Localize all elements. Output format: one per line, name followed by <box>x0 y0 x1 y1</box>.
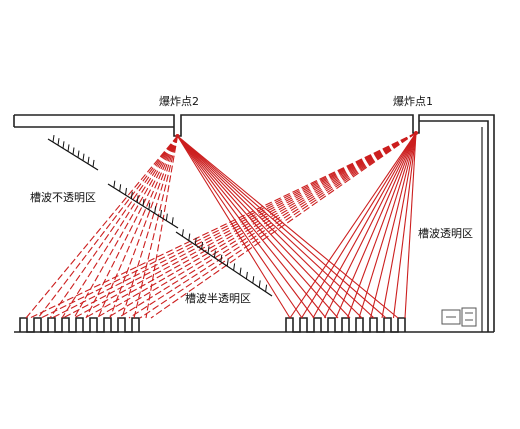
source2-ray-right <box>177 135 327 319</box>
bottom-roadway <box>14 317 494 333</box>
source2-ray-left <box>73 135 178 319</box>
source1-ray-right <box>404 132 417 319</box>
receiver-station-icon <box>441 307 477 327</box>
source1-ray-left <box>73 132 417 319</box>
source2-ray-left <box>145 135 179 319</box>
source1-ray-left <box>128 132 417 319</box>
source2-label: 爆炸点2 <box>159 95 199 108</box>
zone-boundaries <box>47 135 273 297</box>
top-roadway-outer-wall <box>14 114 495 332</box>
source2-marker <box>175 134 180 138</box>
source1-ray-right <box>369 132 417 319</box>
source2-ray-left <box>61 135 178 319</box>
source1-ray-right <box>346 132 417 319</box>
source1-ray-left <box>106 132 417 319</box>
receiver-teeth-right <box>285 317 406 333</box>
source1-ray-right <box>358 132 417 319</box>
transparent-zone-label: 槽波透明区 <box>418 227 473 240</box>
source1-ray-left <box>84 132 417 319</box>
boundary-lower-hatch <box>175 229 273 297</box>
source1-ray-right <box>392 132 417 319</box>
semi-transparent-zone-label: 槽波半透明区 <box>185 292 251 305</box>
source2-ray-left <box>85 135 178 319</box>
source1-ray-left <box>29 132 417 319</box>
source2-ray-right <box>177 135 351 319</box>
opaque-zone-label: 槽波不透明区 <box>30 191 96 204</box>
source1-ray-right <box>381 132 417 319</box>
source1-ray-left <box>150 132 417 319</box>
right-roadway-inner-wall <box>419 120 489 332</box>
source1-ray-left <box>95 132 417 319</box>
boundary-upper-left-hatch <box>47 135 99 171</box>
source2-ray-right <box>177 135 303 319</box>
source1-ray-left <box>139 132 417 319</box>
source1-ray-right <box>335 132 417 319</box>
source1-ray-left <box>117 132 417 319</box>
source1-ray-right <box>324 132 417 319</box>
source2-ray-left <box>121 135 179 319</box>
ray-paths <box>25 132 417 319</box>
source1-ray-left <box>62 132 417 319</box>
source2-ray-right <box>177 135 399 319</box>
source1-ray-right <box>289 132 417 319</box>
source2-ray-left <box>49 135 178 319</box>
source1-label: 爆炸点1 <box>393 95 433 108</box>
source2-ray-right <box>177 135 339 319</box>
source1-ray-left <box>51 132 417 319</box>
source2-ray-left <box>37 135 178 319</box>
source2-ray-left <box>97 135 179 319</box>
source1-ray-right <box>301 132 417 319</box>
source1-ray-left <box>40 132 417 319</box>
source2-ray-left <box>25 135 178 319</box>
receiver-teeth-left <box>19 317 140 333</box>
tunnel-outline <box>13 114 495 332</box>
source2-ray-right <box>177 135 315 319</box>
source1-marker <box>414 131 418 135</box>
source2-ray-right <box>177 135 291 319</box>
source1-ray-right <box>312 132 417 319</box>
source2-ray-right <box>177 135 375 319</box>
source2-ray-left <box>133 135 179 319</box>
boundary-middle-hatch <box>107 180 179 229</box>
